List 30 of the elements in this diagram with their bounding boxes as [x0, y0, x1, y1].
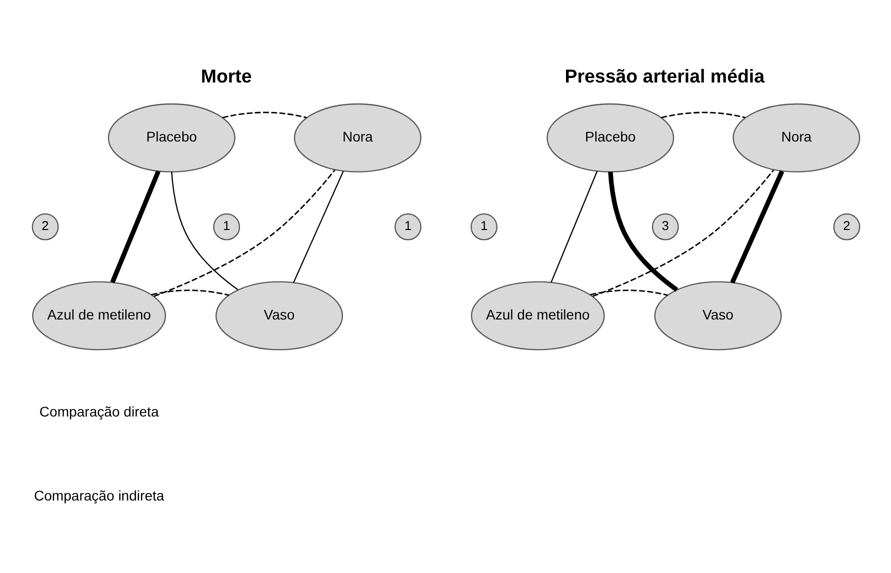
node-ellipse: Placebo — [107, 103, 235, 172]
connector — [590, 290, 668, 296]
node-circle: 1 — [394, 213, 421, 240]
connector — [592, 169, 774, 297]
node-circle: 1 — [212, 213, 240, 240]
node-ellipse: Nora — [732, 103, 860, 172]
connector — [222, 112, 306, 118]
node-circle: 2 — [832, 213, 860, 240]
connector — [153, 169, 335, 297]
legend-label: Comparação direta — [38, 403, 158, 420]
connector — [170, 172, 238, 290]
connector — [550, 171, 598, 283]
node-circle: 2 — [31, 213, 58, 240]
node-circle: 1 — [470, 213, 497, 240]
node-ellipse: Azul de metileno — [32, 281, 166, 350]
node-circle: 3 — [651, 213, 678, 240]
connector — [292, 171, 344, 283]
node-ellipse: Azul de metileno — [470, 281, 604, 350]
node-ellipse: Vaso — [215, 281, 343, 350]
connector — [150, 290, 229, 296]
connector — [608, 172, 678, 292]
legend-label: Comparação indireta — [33, 488, 164, 504]
label: Morte — [200, 66, 252, 87]
connector — [730, 170, 784, 284]
label: Pressão arterial média — [564, 66, 764, 87]
node-ellipse: Vaso — [654, 281, 782, 350]
node-ellipse: Placebo — [546, 103, 674, 172]
connector — [110, 170, 160, 284]
connector — [660, 112, 745, 118]
node-ellipse: Nora — [293, 103, 421, 172]
